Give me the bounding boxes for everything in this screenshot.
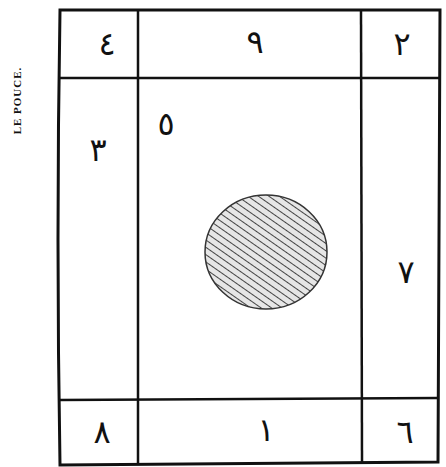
cell-number: ٤ [98, 28, 115, 60]
cell-number: ٥ [157, 108, 174, 140]
cell-number: ٨ [93, 416, 110, 448]
hatched-circle [205, 195, 327, 309]
side-label: LE POUCE. [13, 66, 24, 134]
cell-number: ٢ [393, 28, 410, 60]
cell-number: ١ [257, 414, 274, 446]
cell-number: ٣ [89, 134, 106, 166]
cell-number: ٩ [246, 26, 263, 58]
cell-number: ٧ [397, 256, 414, 288]
cell-number: ٦ [396, 416, 413, 448]
